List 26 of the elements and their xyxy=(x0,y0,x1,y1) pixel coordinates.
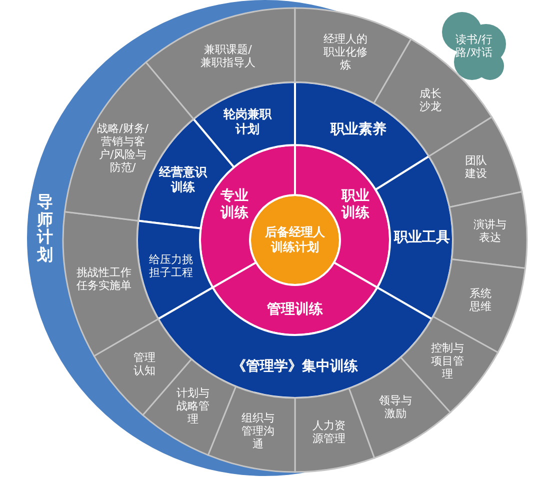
segment-label: 给压力挑担子工程 xyxy=(146,253,196,280)
segment-label: 演讲与表达 xyxy=(472,218,508,244)
segment-label: 组织与管理沟通 xyxy=(240,412,276,451)
segment-label: 职业工具 xyxy=(392,229,452,246)
segment-label: 经理人的职业化修炼 xyxy=(321,32,370,72)
segment-label: 《管理学》集中训练 xyxy=(225,358,365,376)
segment-label: 计划与战略管理 xyxy=(176,386,211,426)
segment-label: 经营意识训练 xyxy=(156,165,210,196)
segment-label: 职业素养 xyxy=(328,122,388,138)
segment-label: 团队建设 xyxy=(464,154,488,180)
segment-label: 人力资源管理 xyxy=(311,419,346,446)
segment-label: 轮岗兼职计划 xyxy=(220,107,274,138)
band-label: 导师计划 xyxy=(36,192,54,264)
segment-label: 兼职课题/兼职指导人 xyxy=(198,42,257,69)
segment-label: 领导与激励 xyxy=(378,394,413,420)
segment-label: 专业训练 xyxy=(218,188,250,222)
segment-label: 管理认知 xyxy=(132,351,157,378)
segment-label: 系统思维 xyxy=(468,287,492,314)
segment-label: 挑战性工作任务实施单 xyxy=(74,266,133,292)
segment-label: 管理训练 xyxy=(260,302,330,318)
cloud-label: 读书/行路/对话 xyxy=(452,33,496,59)
segment-label: 控制与项目管理 xyxy=(430,342,466,381)
center-label: 后备经理人训练计划 xyxy=(262,225,328,255)
segment-label: 战略/财务/营销与客户/风险与防范/ xyxy=(94,122,152,174)
segment-label: 成长沙龙 xyxy=(418,86,442,113)
segment-label: 职业训练 xyxy=(340,188,372,222)
